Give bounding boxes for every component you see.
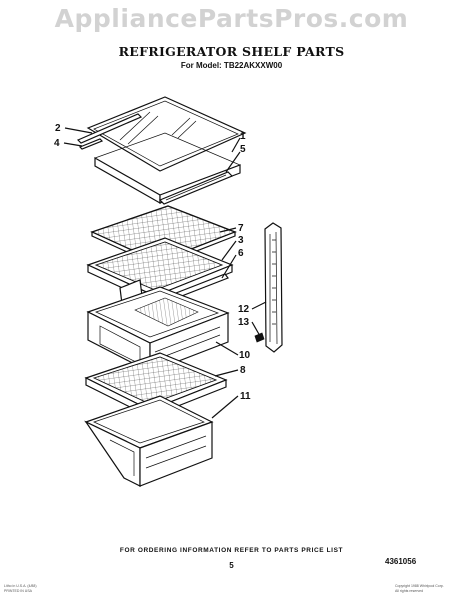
glass-reflection [119,111,197,145]
callout-5: 5 [240,144,246,155]
crisper-cover-frame [86,237,234,305]
callout-11: 11 [240,391,251,402]
callout-12: 12 [238,304,250,315]
glass-trim-side [78,138,104,150]
ordering-note: FOR ORDERING INFORMATION REFER TO PARTS … [119,547,344,554]
fine-print-left-1: Litho in U.S.A. (4/88) [4,584,37,588]
callout-8: 8 [240,365,246,376]
page-title: REFRIGERATOR SHELF PARTS [118,44,345,59]
callout-4: 4 [54,138,60,149]
callout-2: 2 [55,123,61,134]
callout-7: 7 [238,223,244,234]
callout-6: 6 [238,248,244,259]
screw-part [254,332,265,343]
fine-print-right-2: All rights reserved [395,589,424,593]
callout-1: 1 [240,131,246,142]
glass-shelf-assembly [76,96,247,205]
callout-3: 3 [238,235,244,246]
fine-print-left-2: PRINTED IN USA [4,589,33,593]
document-number: 4361056 [385,557,417,566]
leader-lines [63,127,267,419]
glass-trim-front [76,113,143,144]
lower-crisper-cover [84,352,228,418]
glass-inner-edge [93,100,239,167]
fine-print-right-1: Copyright 1988 Whirlpool Corp. [395,584,444,588]
vertical-shelf-support [254,222,283,353]
lower-crisper-drawer [84,395,214,487]
watermark: AppliancePartsPros.com [54,4,409,33]
callout-13: 13 [238,317,250,328]
model-subtitle: For Model: TB22AKXXW00 [180,61,283,70]
callout-10: 10 [239,350,251,361]
page-number: 5 [229,561,234,570]
